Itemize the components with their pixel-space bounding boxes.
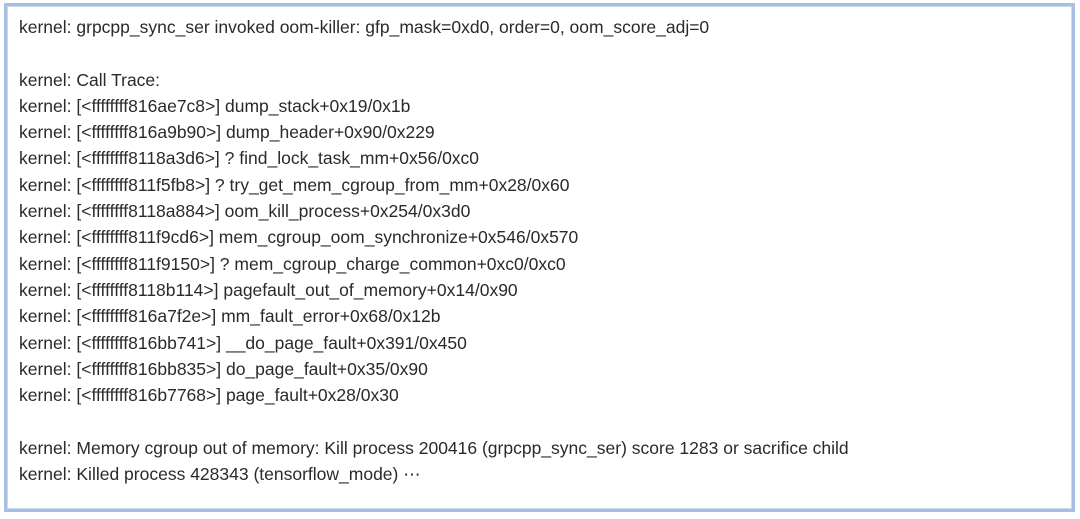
log-line: kernel: Memory cgroup out of memory: Kil… (19, 437, 849, 458)
log-line: kernel: Call Trace: (19, 69, 161, 90)
kernel-log-panel: kernel: grpcpp_sync_ser invoked oom-kill… (4, 3, 1075, 512)
log-line (19, 408, 1060, 434)
log-line: kernel: [<ffffffff811f9150>] ? mem_cgrou… (19, 253, 566, 274)
log-line: kernel: [<ffffffff816a9b90>] dump_header… (19, 122, 435, 143)
log-line: kernel: [<ffffffff816bb741>] __do_page_f… (19, 332, 467, 353)
log-line: kernel: [<ffffffff816a7f2e>] mm_fault_er… (19, 306, 441, 327)
log-line: kernel: grpcpp_sync_ser invoked oom-kill… (19, 17, 710, 37)
log-line: kernel: [<ffffffff816bb835>] do_page_fau… (19, 358, 428, 379)
log-line: kernel: [<ffffffff811f9cd6>] mem_cgroup_… (19, 227, 579, 248)
log-line: kernel: [<ffffffff816ae7c8>] dump_stack+… (19, 95, 411, 116)
log-line: kernel: [<ffffffff811f5fb8>] ? try_get_m… (19, 174, 570, 195)
log-line (19, 40, 1060, 66)
log-line: kernel: [<ffffffff8118a884>] oom_kill_pr… (19, 201, 471, 222)
kernel-log-lines: kernel: grpcpp_sync_ser invoked oom-kill… (19, 14, 1060, 487)
log-line: kernel: [<ffffffff8118a3d6>] ? find_lock… (19, 148, 480, 169)
log-line: kernel: [<ffffffff816b7768>] page_fault+… (19, 385, 399, 406)
log-line: kernel: [<ffffffff8118b114>] pagefault_o… (19, 279, 518, 300)
log-line: kernel: Killed process 428343 (tensorflo… (19, 464, 421, 485)
